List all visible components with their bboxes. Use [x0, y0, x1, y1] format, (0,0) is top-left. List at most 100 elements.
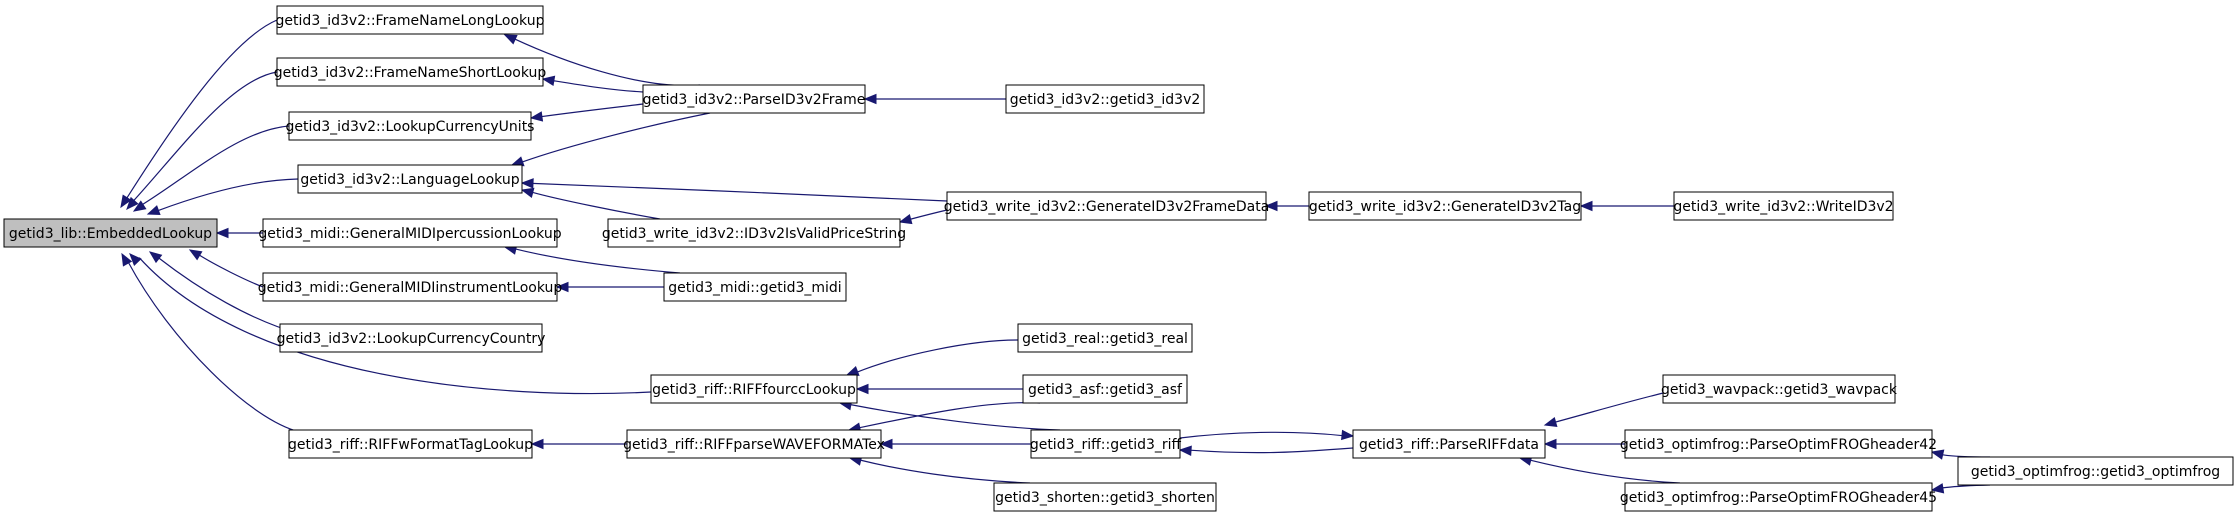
node-midiInst[interactable]: getid3_midi::GeneralMIDIinstrumentLookup	[258, 272, 563, 302]
node-lcCountry[interactable]: getid3_id3v2::LookupCurrencyCountry	[277, 323, 546, 353]
node-box	[650, 374, 858, 404]
edge-riffCtor-to-parseRiff	[1179, 429, 1355, 441]
node-box	[607, 218, 901, 248]
node-label: getid3_wavpack::getid3_wavpack	[1661, 382, 1898, 398]
node-label: getid3_asf::getid3_asf	[1028, 382, 1183, 398]
node-box	[3, 218, 218, 248]
edge-writeID3v2-to-genTag	[1579, 200, 1674, 212]
node-box	[276, 57, 544, 87]
edge-realCtor-to-fourcc	[845, 339, 1019, 376]
node-label: getid3_midi::getid3_midi	[668, 280, 841, 296]
edge-ofr45-to-parseRiff	[1518, 455, 1681, 484]
edge-wFormat-to-embedded	[121, 252, 301, 433]
node-id3v2Ctor[interactable]: getid3_id3v2::getid3_id3v2	[1005, 84, 1205, 114]
node-parseRiff[interactable]: getid3_riff::ParseRIFFdata	[1352, 429, 1546, 459]
node-label: getid3_shorten::getid3_shorten	[995, 490, 1215, 506]
node-shortenCtor[interactable]: getid3_shorten::getid3_shorten	[993, 482, 1217, 512]
node-wFormat[interactable]: getid3_riff::RIFFwFormatTagLookup	[288, 429, 533, 459]
node-fourcc[interactable]: getid3_riff::RIFFfourccLookup	[650, 374, 858, 404]
node-genFrameData[interactable]: getid3_write_id3v2::GenerateID3v2FrameDa…	[944, 191, 1270, 221]
node-writeID3v2[interactable]: getid3_write_id3v2::WriteID3v2	[1673, 191, 1894, 221]
edge-midiCtor-to-midiPerc	[503, 244, 681, 274]
node-label: getid3_riff::RIFFwFormatTagLookup	[288, 437, 533, 453]
node-embedded[interactable]: getid3_lib::EmbeddedLookup	[3, 218, 218, 248]
node-box	[1352, 429, 1546, 459]
node-waveformatex[interactable]: getid3_riff::RIFFparseWAVEFORMATex	[623, 429, 885, 459]
node-label: getid3_id3v2::getid3_id3v2	[1010, 92, 1201, 108]
edge-id3v2Ctor-to-parseFrame	[863, 93, 1007, 105]
node-label: getid3_write_id3v2::GenerateID3v2Tag	[1309, 199, 1581, 215]
node-ofr42[interactable]: getid3_optimfrog::ParseOptimFROGheader42	[1620, 429, 1937, 459]
node-box	[1022, 374, 1188, 404]
edge-genFrameData-to-langLookup	[520, 178, 948, 202]
node-label: getid3_write_id3v2::ID3v2IsValidPriceStr…	[602, 226, 906, 242]
edge-midiPerc-to-embedded	[215, 227, 263, 239]
node-genTag[interactable]: getid3_write_id3v2::GenerateID3v2Tag	[1308, 191, 1582, 221]
node-box	[1308, 191, 1582, 221]
node-box	[663, 272, 847, 302]
node-asfCtor[interactable]: getid3_asf::getid3_asf	[1022, 374, 1188, 404]
node-label: getid3_id3v2::ParseID3v2Frame	[643, 92, 866, 108]
node-label: getid3_optimfrog::getid3_optimfrog	[1971, 464, 2220, 480]
node-box	[288, 111, 532, 141]
node-box	[276, 5, 544, 35]
node-box	[1017, 323, 1193, 353]
edge-isValidPrice-to-langLookup	[520, 187, 661, 220]
node-midiPerc[interactable]: getid3_midi::GeneralMIDIpercussionLookup	[258, 218, 562, 248]
node-box	[1030, 429, 1181, 459]
node-label: getid3_id3v2::LookupCurrencyCountry	[277, 331, 546, 347]
node-label: getid3_id3v2::LookupCurrencyUnits	[286, 119, 535, 135]
node-box	[993, 482, 1217, 512]
node-box	[262, 272, 558, 302]
node-box	[1673, 191, 1894, 221]
node-fnShort[interactable]: getid3_id3v2::FrameNameShortLookup	[274, 57, 547, 87]
edge-genTag-to-genFrameData	[1264, 200, 1309, 212]
node-label: getid3_write_id3v2::WriteID3v2	[1673, 199, 1893, 215]
edge-langLookup-to-embedded	[146, 178, 299, 216]
node-wavpackCtor[interactable]: getid3_wavpack::getid3_wavpack	[1661, 374, 1898, 404]
node-fnLong[interactable]: getid3_id3v2::FrameNameLongLookup	[276, 5, 545, 35]
node-label: getid3_id3v2::LanguageLookup	[300, 172, 519, 188]
edge-parseRiff-to-riffCtor	[1178, 445, 1354, 456]
node-box	[642, 84, 866, 114]
node-box	[1624, 429, 1933, 459]
node-midiCtor[interactable]: getid3_midi::getid3_midi	[663, 272, 847, 302]
node-box	[1624, 482, 1933, 512]
edge-genFrameData-to-isValidPrice	[898, 209, 948, 225]
edge-asfCtor-to-waveformatex	[847, 402, 1041, 433]
node-ofrCtor[interactable]: getid3_optimfrog::getid3_optimfrog	[1957, 456, 2234, 486]
node-label: getid3_optimfrog::ParseOptimFROGheader42	[1620, 437, 1937, 453]
edge-asfCtor-to-fourcc	[855, 383, 1023, 395]
edge-waveformatex-to-wFormat	[530, 438, 627, 450]
node-label: getid3_midi::GeneralMIDIpercussionLookup	[258, 226, 561, 242]
node-isValidPrice[interactable]: getid3_write_id3v2::ID3v2IsValidPriceStr…	[602, 218, 906, 248]
edge-parseFrame-to-fnShort	[541, 75, 644, 93]
node-box	[297, 164, 523, 194]
edge-wavpackCtor-to-parseRiff	[1543, 388, 1681, 427]
edge-shortenCtor-to-waveformatex	[848, 455, 1031, 484]
node-box	[288, 429, 533, 459]
edge-riffCtor-to-waveformatex	[879, 438, 1031, 450]
edge-parseFrame-to-lcUnits	[529, 103, 644, 122]
node-label: getid3_real::getid3_real	[1022, 331, 1188, 347]
node-realCtor[interactable]: getid3_real::getid3_real	[1017, 323, 1193, 353]
node-box	[946, 191, 1267, 221]
node-label: getid3_riff::getid3_riff	[1030, 437, 1182, 453]
edge-fourcc-to-embedded	[129, 253, 652, 395]
node-box	[1005, 84, 1205, 114]
node-box	[626, 429, 882, 459]
node-label: getid3_riff::ParseRIFFdata	[1359, 437, 1539, 453]
node-label: getid3_midi::GeneralMIDIinstrumentLookup	[258, 280, 563, 296]
node-label: getid3_id3v2::FrameNameLongLookup	[276, 13, 545, 29]
edge-midiInst-to-embedded	[188, 249, 264, 288]
node-label: getid3_riff::RIFFparseWAVEFORMATex	[623, 437, 885, 453]
node-ofr45[interactable]: getid3_optimfrog::ParseOptimFROGheader45	[1620, 482, 1937, 512]
node-riffCtor[interactable]: getid3_riff::getid3_riff	[1030, 429, 1182, 459]
node-parseFrame[interactable]: getid3_id3v2::ParseID3v2Frame	[642, 84, 866, 114]
node-langLookup[interactable]: getid3_id3v2::LanguageLookup	[297, 164, 523, 194]
node-box	[262, 218, 558, 248]
nodes-layer: getid3_lib::EmbeddedLookupgetid3_id3v2::…	[3, 5, 2234, 512]
node-lcUnits[interactable]: getid3_id3v2::LookupCurrencyUnits	[286, 111, 535, 141]
edge-lcUnits-to-embedded	[132, 125, 290, 212]
